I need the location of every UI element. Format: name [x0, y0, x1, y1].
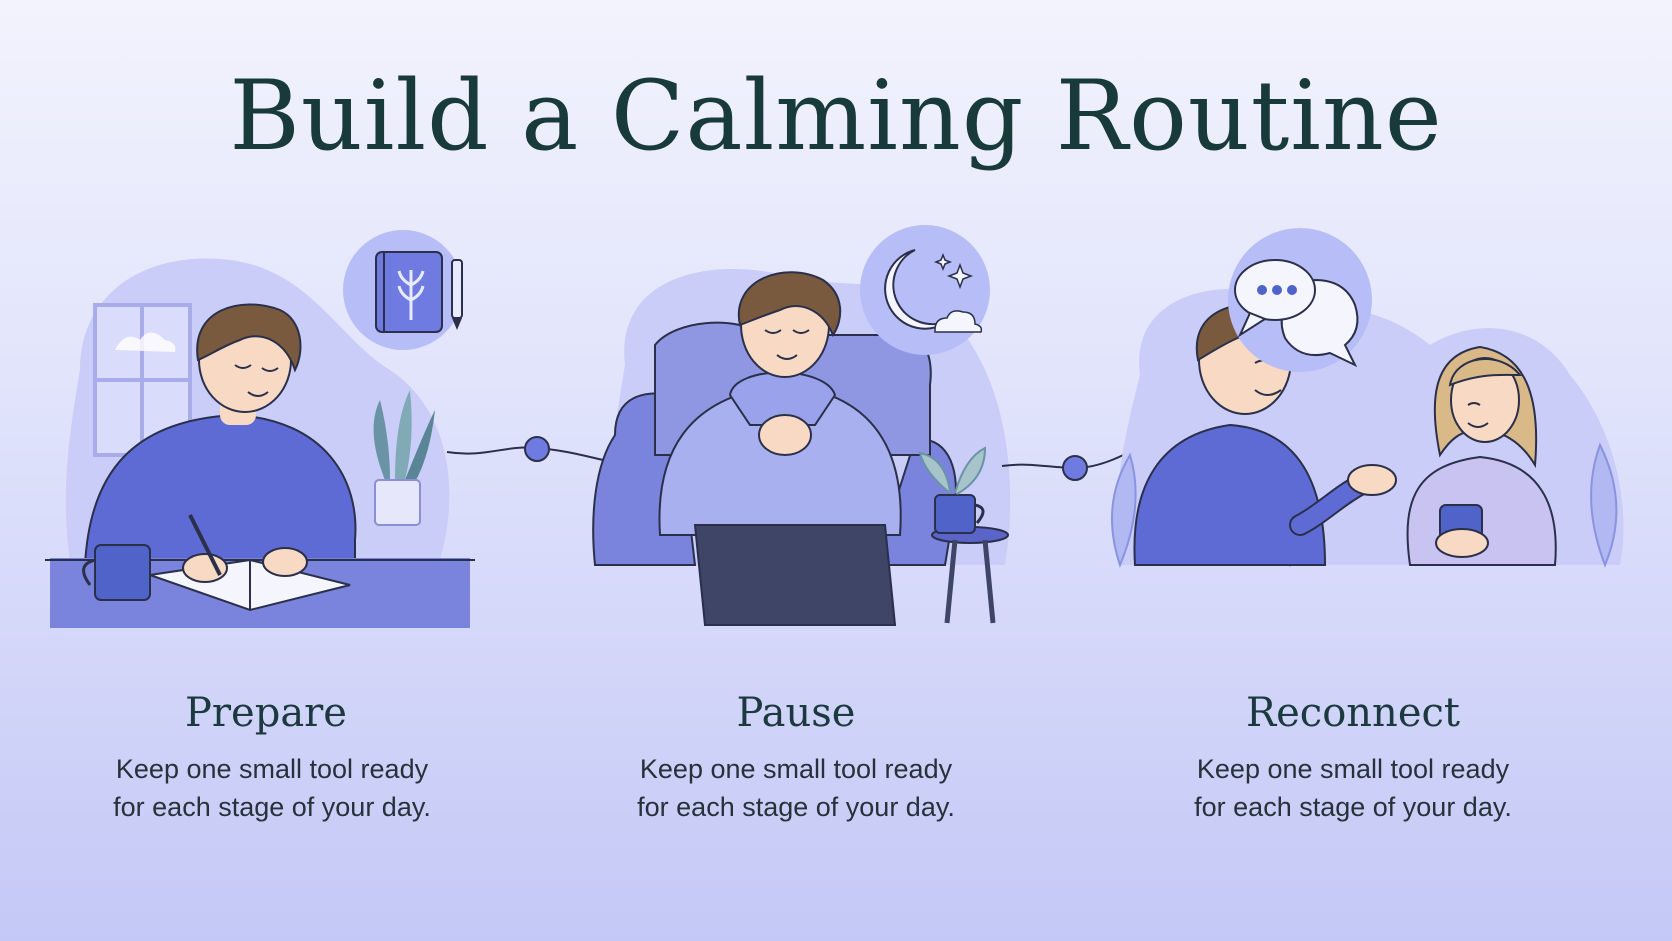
- pause-illustration: [592, 225, 1011, 626]
- person-listening-icon: [1406, 345, 1557, 566]
- person-writing-icon: [83, 303, 357, 566]
- stage-title-pause: Pause: [736, 690, 856, 736]
- mug-icon: [82, 544, 151, 601]
- potted-plant-icon: [373, 390, 435, 526]
- person-relaxing-icon: [658, 271, 902, 626]
- timeline-connector-1: [446, 436, 604, 462]
- stage-description-pause: Keep one small tool ready for each stage…: [637, 754, 955, 822]
- chat-bubbles-icon: [1234, 259, 1359, 368]
- mug-icon: [934, 494, 985, 534]
- prepare-illustration: [45, 230, 475, 628]
- stage-description-prepare: Keep one small tool ready for each stage…: [113, 754, 431, 822]
- stage-title-reconnect: Reconnect: [1246, 690, 1460, 736]
- page-title: Build a Calming Routine: [229, 60, 1443, 172]
- moon-and-stars-icon: [884, 249, 983, 333]
- stage-description-reconnect: Keep one small tool ready for each stage…: [1194, 754, 1512, 822]
- window-icon: [93, 303, 192, 457]
- small-plant-icon: [918, 446, 987, 495]
- reconnect-illustration: [1111, 228, 1624, 568]
- stage-title-prepare: Prepare: [185, 690, 347, 736]
- timeline-node-1: [524, 436, 550, 462]
- side-table-icon: [931, 526, 1009, 624]
- timeline-node-2: [1062, 455, 1088, 481]
- journal-and-pen-icon: [375, 251, 463, 333]
